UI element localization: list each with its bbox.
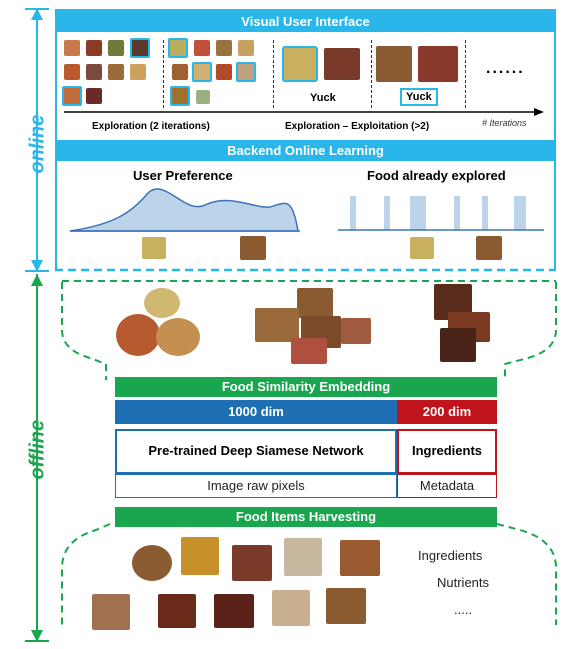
explored-bars	[338, 196, 544, 231]
steak-cluster	[430, 284, 490, 364]
divider	[371, 40, 372, 108]
online-frame-right	[554, 160, 556, 268]
food-thumbnail	[181, 537, 219, 575]
raw-pixels-label: Image raw pixels	[207, 478, 305, 493]
online-label: online	[26, 114, 49, 174]
food-thumbnail	[476, 236, 502, 260]
backend-learning-header: Backend Online Learning	[57, 140, 554, 161]
more-text: .....	[454, 602, 473, 617]
food-thumbnail	[282, 46, 318, 82]
iteration-2-grid	[168, 38, 268, 110]
divider	[465, 40, 466, 108]
metadata-box	[397, 474, 497, 498]
food-thumbnail	[272, 590, 310, 626]
food-thumbnail	[132, 545, 172, 581]
yuck-boxed-label: Yuck	[400, 88, 438, 106]
embedding-header: Food Similarity Embedding	[115, 377, 497, 397]
food-thumbnail	[284, 538, 322, 576]
food-thumbnail	[418, 46, 458, 82]
yuck-label: Yuck	[310, 92, 336, 104]
food-thumbnail	[158, 594, 196, 628]
burger-cluster	[255, 288, 375, 366]
offline-label: offline	[26, 419, 49, 480]
food-thumbnail	[232, 545, 272, 581]
nutrients-text: Nutrients	[437, 575, 490, 590]
siamese-label: Pre-trained Deep Siamese Network	[148, 443, 364, 458]
food-explored-title: Food already explored	[367, 168, 506, 183]
ingredients-label: Ingredients	[411, 443, 483, 458]
divider	[273, 40, 274, 108]
harvesting-header: Food Items Harvesting	[115, 507, 497, 527]
metadata-label: Metadata	[419, 478, 475, 493]
iteration-1-grid	[62, 38, 157, 110]
food-thumbnail	[340, 540, 380, 576]
food-thumbnail	[324, 48, 360, 80]
exploration-label: Exploration (2 iterations)	[92, 121, 210, 132]
divider	[163, 40, 164, 108]
iterations-axis	[64, 108, 544, 116]
iterations-label: # Iterations	[482, 118, 527, 128]
food-thumbnail	[142, 237, 166, 259]
food-thumbnail	[214, 594, 254, 628]
more-dots: ......	[486, 60, 525, 77]
dim-200-bar: 200 dim	[397, 400, 497, 424]
online-frame-left	[55, 160, 57, 268]
raw-pixels-box	[115, 474, 397, 498]
pasta-cluster	[110, 288, 206, 360]
preference-curve	[70, 188, 300, 232]
ingredients-box	[397, 429, 497, 474]
food-thumbnail	[410, 237, 434, 259]
dim-1000-bar: 1000 dim	[115, 400, 397, 424]
food-thumbnail	[92, 594, 130, 630]
visual-ui-header: Visual User Interface	[57, 11, 554, 32]
user-preference-title: User Preference	[133, 168, 233, 183]
food-thumbnail	[376, 46, 412, 82]
food-thumbnail	[326, 588, 366, 624]
siamese-box	[115, 429, 397, 474]
food-thumbnail	[240, 236, 266, 260]
online-frame	[55, 9, 556, 269]
ingredients-text: Ingredients	[418, 548, 483, 563]
exploration-exploitation-label: Exploration – Exploitation (>2)	[285, 121, 430, 132]
